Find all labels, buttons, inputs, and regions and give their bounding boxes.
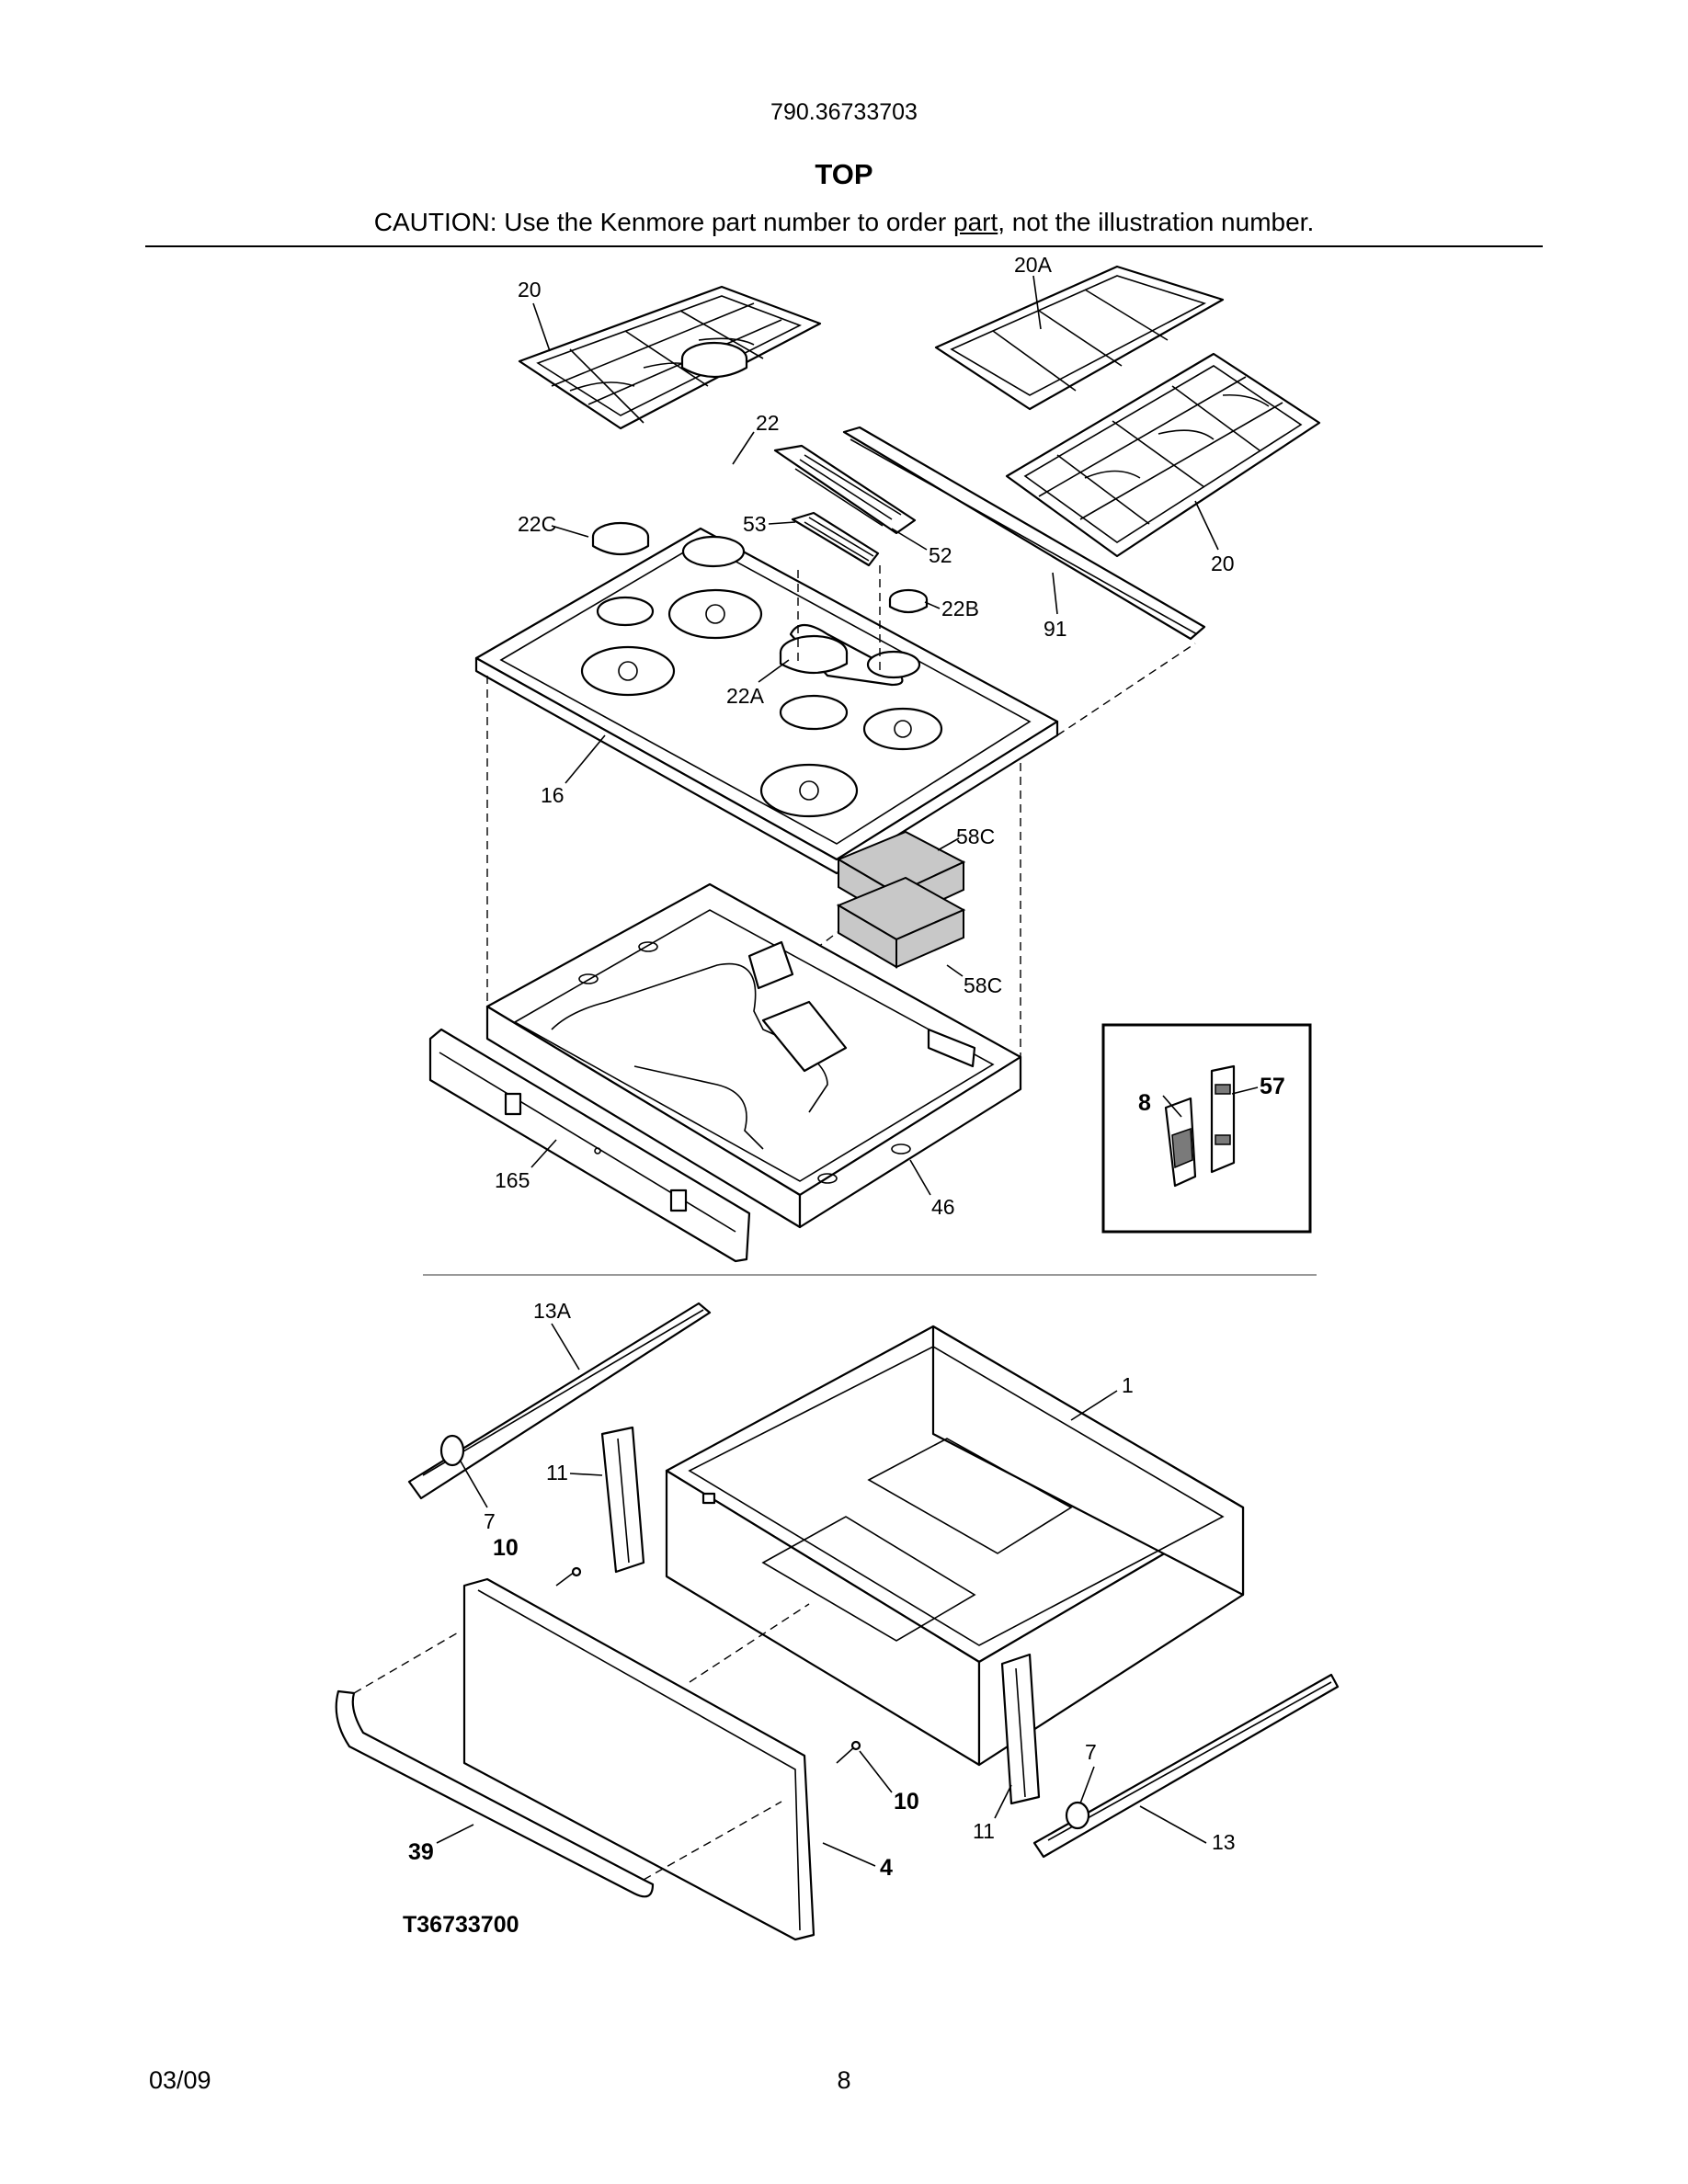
- callout-20a: 20A: [1014, 253, 1053, 277]
- caution-text-end: , not the illustration number.: [998, 208, 1315, 236]
- callout-22c: 22C: [518, 512, 556, 536]
- inset-box: [1101, 1023, 1312, 1234]
- handle-39: [335, 1631, 782, 1898]
- grate-right-20a: [934, 265, 1225, 411]
- grate-right-20: [1005, 352, 1321, 558]
- callout-22: 22: [756, 411, 780, 435]
- rail-165: [428, 1028, 751, 1263]
- callout-8: 8: [1138, 1090, 1151, 1116]
- rail-13a: [407, 1302, 712, 1500]
- bracket-11-right: [1000, 1653, 1041, 1805]
- callout-20-right: 20: [1211, 552, 1235, 575]
- callout-7-right: 7: [1085, 1740, 1097, 1764]
- trim-91: [842, 426, 1206, 641]
- screw-10-left: [555, 1566, 582, 1587]
- callout-16: 16: [541, 783, 565, 807]
- footer-date: 03/09: [149, 2066, 211, 2094]
- callout-11-right: 11: [973, 1819, 995, 1843]
- callout-46: 46: [931, 1195, 955, 1219]
- model-number: 790.36733703: [770, 99, 918, 125]
- callout-52: 52: [929, 543, 952, 567]
- burner-heads: [596, 535, 921, 731]
- callout-39: 39: [408, 1839, 434, 1865]
- callout-1: 1: [1122, 1373, 1134, 1397]
- callout-58c-bottom: 58C: [964, 973, 1002, 997]
- callout-20-left: 20: [518, 278, 542, 301]
- callout-7-left: 7: [484, 1509, 496, 1533]
- callout-57: 57: [1260, 1074, 1285, 1099]
- callout-22a: 22A: [726, 684, 765, 708]
- insulation-58c: [836, 830, 966, 969]
- header-rule: [145, 245, 1543, 247]
- callout-165: 165: [495, 1168, 530, 1192]
- callout-58c-top: 58C: [956, 825, 995, 848]
- callout-22b: 22B: [941, 597, 979, 620]
- rail-13: [1032, 1673, 1340, 1859]
- callout-91: 91: [1044, 617, 1067, 641]
- vent-trim-52: [773, 444, 917, 535]
- callout-10-right: 10: [894, 1789, 919, 1814]
- callout-4: 4: [880, 1855, 893, 1881]
- screw-10-right: [836, 1740, 861, 1764]
- caution-text: CAUTION: Use the Kenmore part number to …: [373, 208, 953, 236]
- panel-4: [462, 1577, 815, 1941]
- callout-53: 53: [743, 512, 767, 536]
- callout-13a: 13A: [533, 1299, 572, 1323]
- caution-note: CAUTION: Use the Kenmore part number to …: [0, 208, 1688, 237]
- callout-10-left: 10: [493, 1535, 519, 1561]
- cooktop-16: [474, 527, 1059, 875]
- callout-11-left: 11: [546, 1461, 568, 1484]
- drawing-id: T36733700: [403, 1912, 519, 1938]
- callout-13: 13: [1212, 1830, 1236, 1854]
- burner-caps: [591, 341, 929, 674]
- section-title: TOP: [815, 158, 873, 190]
- grate-left-20: [518, 285, 822, 430]
- callout-leaders: [436, 275, 1259, 1867]
- drawer-1: [665, 1325, 1245, 1767]
- vent-53: [791, 511, 880, 567]
- caution-part-link: part: [953, 208, 998, 236]
- bracket-11-left: [600, 1426, 645, 1574]
- footer-page-number: 8: [837, 2066, 851, 2094]
- burner-box-46: [485, 882, 1022, 1229]
